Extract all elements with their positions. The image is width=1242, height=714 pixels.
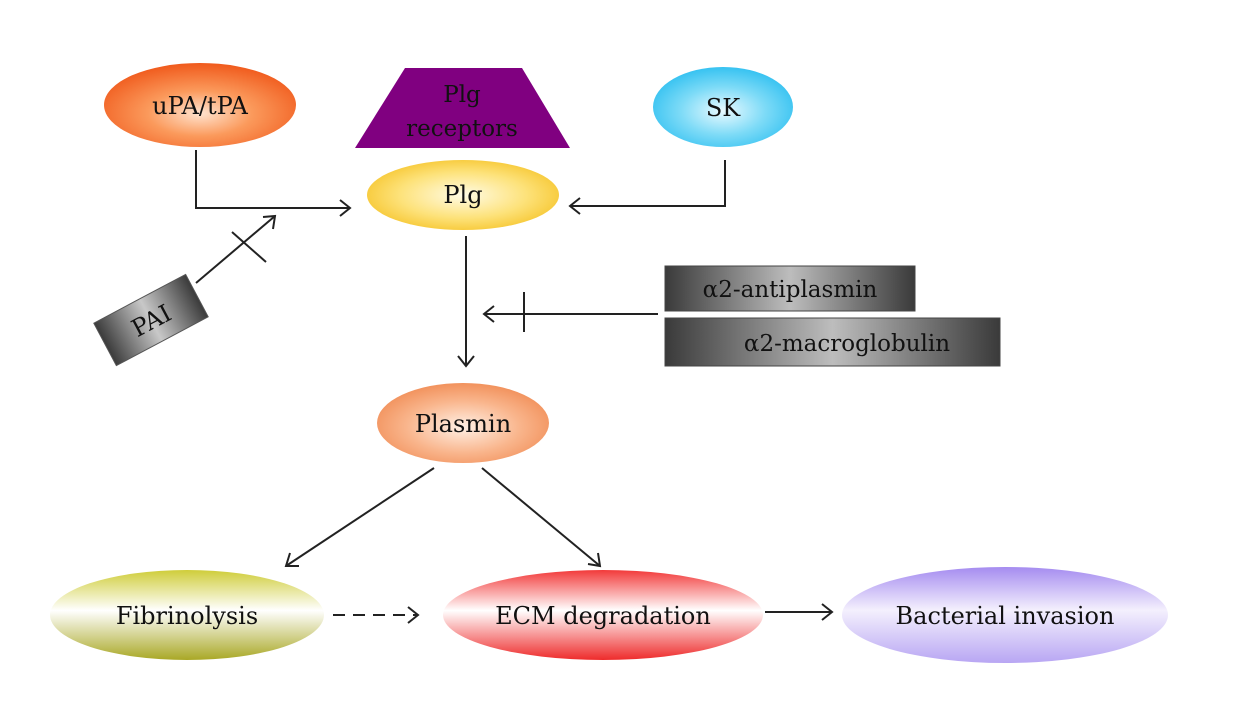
- node-plasmin: Plasmin: [377, 383, 549, 463]
- arrowhead-upa-plg: [339, 199, 352, 217]
- edge-pai-inhibit: [195, 215, 276, 284]
- edge-sk-to-plg: [570, 160, 726, 207]
- node-fibrinolysis-label: Fibrinolysis: [116, 602, 258, 630]
- node-a2-macroglobulin-label: α2-macroglobulin: [744, 331, 950, 357]
- node-a2-antiplasmin: α2-antiplasmin: [664, 265, 916, 312]
- node-ecm-degradation: ECM degradation: [443, 570, 763, 660]
- node-pai: PAI: [93, 273, 209, 367]
- arrowhead-fib: [284, 552, 299, 567]
- node-a2-macroglobulin: α2-macroglobulin: [664, 317, 1001, 367]
- arrowhead-a2: [482, 305, 495, 323]
- node-plasmin-label: Plasmin: [415, 410, 511, 438]
- node-sk-label: SK: [706, 94, 741, 122]
- edge-upa-to-plg: [195, 150, 350, 209]
- arrowhead-dashed: [407, 606, 420, 624]
- node-bacterial-invasion: Bacterial invasion: [842, 567, 1168, 663]
- edges: [195, 150, 834, 624]
- node-upa-tpa-label: uPA/tPA: [152, 92, 248, 120]
- edge-plasmin-to-fibrinolysis: [285, 467, 435, 567]
- arrowhead-ecm: [587, 552, 602, 568]
- node-sk: SK: [653, 67, 793, 147]
- node-plg-receptors-label-line1: Plg: [443, 82, 481, 108]
- node-a2-antiplasmin-label: α2-antiplasmin: [703, 277, 878, 303]
- node-plg-receptors-label-line2: receptors: [406, 116, 518, 142]
- node-ecm-degradation-label: ECM degradation: [495, 602, 711, 630]
- node-fibrinolysis: Fibrinolysis: [50, 570, 324, 660]
- node-bacterial-invasion-label: Bacterial invasion: [896, 602, 1115, 630]
- arrowhead-bac: [821, 603, 834, 621]
- node-plg-receptors: Plg receptors: [355, 68, 570, 148]
- pai-inhibition-bar: [231, 231, 267, 263]
- node-plg: Plg: [367, 160, 559, 230]
- arrowhead-pai: [262, 214, 277, 230]
- node-upa-tpa: uPA/tPA: [104, 63, 296, 147]
- node-plg-label: Plg: [443, 181, 482, 209]
- edge-plasmin-to-ecm: [481, 467, 601, 567]
- arrowhead-plg-plasmin: [457, 355, 475, 368]
- arrowhead-sk-plg: [568, 197, 581, 215]
